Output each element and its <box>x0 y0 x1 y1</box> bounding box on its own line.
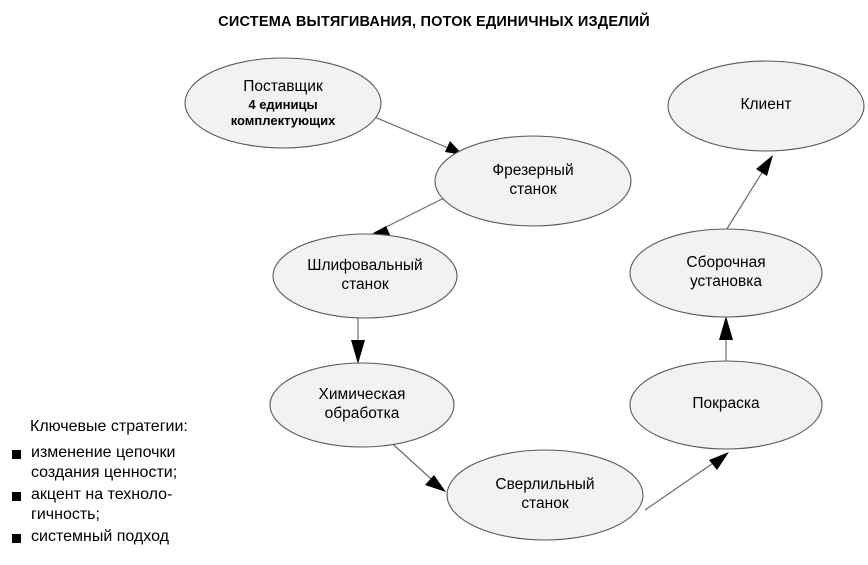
edge-milling-to-grinding <box>370 196 447 237</box>
node-milling[interactable] <box>434 135 632 227</box>
edge-supplier-to-milling <box>371 115 463 155</box>
node-grinding[interactable] <box>272 233 458 319</box>
edge-chemical-to-drilling <box>384 436 446 492</box>
edge-drilling-to-painting <box>644 452 729 511</box>
node-painting[interactable] <box>629 360 823 450</box>
node-client[interactable] <box>667 60 865 152</box>
legend-item-label: акцент на техноло- гичность; <box>31 485 173 524</box>
node-assembly[interactable] <box>629 228 823 318</box>
legend-heading: Ключевые стратегии: <box>30 418 188 435</box>
square-bullet-icon <box>12 450 21 459</box>
legend-item-label: системный подход <box>31 527 169 545</box>
square-bullet-icon <box>12 533 21 543</box>
edge-assembly-to-client <box>724 155 773 233</box>
node-supplier[interactable] <box>184 57 382 149</box>
legend-item: системный подход <box>8 527 258 547</box>
legend-item: акцент на техноло- гичность; <box>8 485 258 526</box>
page-title: СИСТЕМА ВЫТЯГИВАНИЯ, ПОТОК ЕДИНИЧНЫХ ИЗД… <box>218 14 650 30</box>
square-bullet-icon <box>12 491 21 501</box>
edge-painting-to-assembly <box>719 316 733 368</box>
legend-item: изменение цепочки создания ценности; <box>8 443 258 484</box>
node-chemical[interactable] <box>269 362 455 448</box>
legend-item-label: изменение цепочки создания ценности; <box>31 444 178 482</box>
node-drilling[interactable] <box>446 449 644 541</box>
key-strategies-legend: Ключевые стратегии: изменение цепочки со… <box>8 418 258 548</box>
